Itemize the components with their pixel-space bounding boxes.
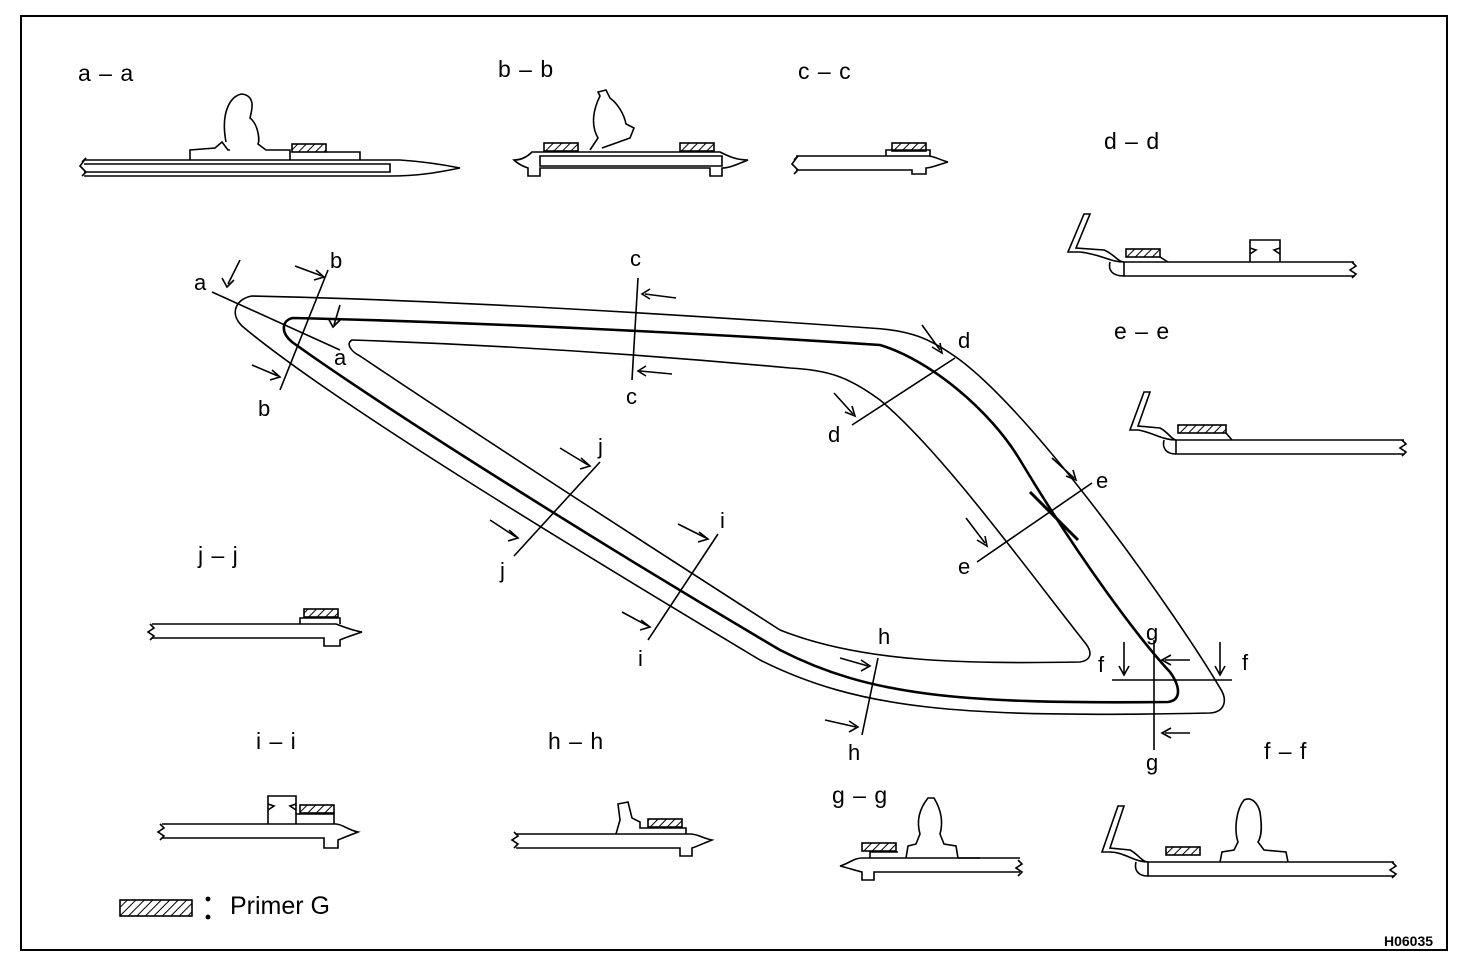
cut-label-e: e xyxy=(1096,468,1109,493)
section-title-d: d – d xyxy=(1104,128,1161,154)
cut-label-i: i xyxy=(638,646,643,671)
section-title-i: i – i xyxy=(256,728,297,754)
legend-colon-dot xyxy=(205,914,211,920)
section-title-j: j – j xyxy=(198,542,239,568)
figure-code: H06035 xyxy=(1384,933,1434,949)
section-h-drawing xyxy=(510,801,715,857)
cut-label-g: g xyxy=(1146,750,1159,775)
section-b-drawing xyxy=(512,89,749,177)
section-title-b: b – b xyxy=(498,56,555,82)
cut-label-d: d xyxy=(828,422,841,447)
section-j-drawing xyxy=(146,608,363,647)
cut-label-a: a xyxy=(194,270,207,295)
cut-label-i: i xyxy=(720,508,725,533)
cut-label-d: d xyxy=(958,328,971,353)
figure-frame xyxy=(20,15,1448,951)
legend-colon-dot xyxy=(205,896,211,902)
cut-label-h: h xyxy=(878,624,891,649)
section-i-drawing xyxy=(156,795,361,849)
cut-label-j: j xyxy=(500,558,505,583)
cut-label-j: j xyxy=(598,434,603,459)
section-g-drawing xyxy=(839,797,1024,881)
cut-label-b: b xyxy=(258,396,271,421)
cut-label-c: c xyxy=(630,246,641,271)
quarter-window-outline xyxy=(234,295,1226,716)
cut-label-a: a xyxy=(334,345,347,370)
section-f-drawing xyxy=(1100,798,1398,879)
section-d-drawing xyxy=(1066,213,1358,279)
section-title-a: a – a xyxy=(78,60,135,86)
cut-label-c: c xyxy=(626,384,637,409)
cut-label-f: f xyxy=(1098,652,1105,677)
cut-label-f: f xyxy=(1242,650,1249,675)
cut-label-b: b xyxy=(330,248,343,273)
primer-swatch-icon xyxy=(119,899,193,917)
cut-label-e: e xyxy=(958,554,971,579)
section-cut-lines xyxy=(211,259,1232,750)
section-a-drawing xyxy=(78,93,461,177)
section-title-h: h – h xyxy=(548,728,605,754)
cut-label-h: h xyxy=(848,740,861,765)
section-c-drawing xyxy=(790,142,949,175)
section-title-f: f – f xyxy=(1264,738,1308,764)
section-title-c: c – c xyxy=(798,58,852,84)
cut-label-g: g xyxy=(1146,620,1159,645)
section-title-g: g – g xyxy=(832,782,889,808)
section-e-drawing xyxy=(1128,391,1408,457)
section-title-e: e – e xyxy=(1114,318,1171,344)
legend-label: Primer G xyxy=(230,892,330,920)
